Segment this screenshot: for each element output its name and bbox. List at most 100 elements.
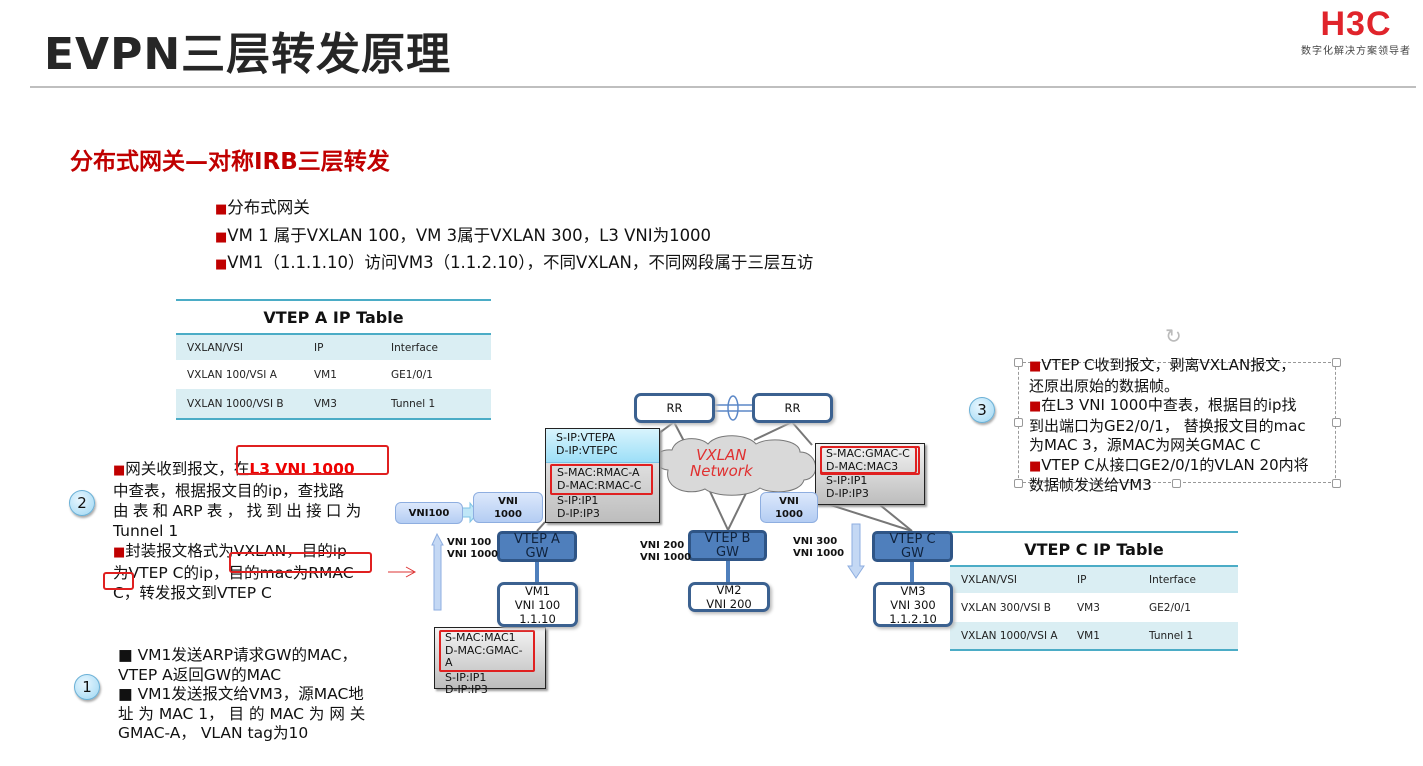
col-header: IP bbox=[1077, 574, 1087, 586]
step-3-text: ■VTEP C收到报文，剥离VXLAN报文， 还原出原始的数据帧。 ■在L3 V… bbox=[1029, 356, 1334, 496]
step-text: 网关收到报文，在 bbox=[125, 460, 250, 478]
node-label: VM1 bbox=[524, 583, 551, 598]
resize-handle[interactable] bbox=[1172, 479, 1181, 488]
vxlan-network-label: VXLAN Network bbox=[690, 447, 753, 479]
pkt-line: S-IP:IP1 bbox=[557, 494, 599, 507]
bullet-text: VM1（1.1.1.10）访问VM3（1.1.2.10），不同VXLAN，不同网… bbox=[227, 253, 814, 272]
pkt-line: D-MAC:MAC3 bbox=[826, 459, 899, 473]
cell: VM3 bbox=[314, 397, 337, 410]
step-text: 在L3 VNI 1000中查表，根据目的ip找 bbox=[1041, 396, 1297, 414]
table-row: VXLAN 300/VSI B VM3 GE2/0/1 bbox=[950, 593, 1238, 622]
resize-handle[interactable] bbox=[1332, 418, 1341, 427]
logo-tagline: 数字化解决方案领导者 bbox=[1301, 46, 1411, 57]
step-text: 还原出原始的数据帧。 bbox=[1029, 376, 1180, 395]
resize-handle[interactable] bbox=[1014, 358, 1023, 367]
resize-handle[interactable] bbox=[1172, 358, 1181, 367]
node-label: VTEP A bbox=[514, 531, 560, 547]
pkt-line: S-MAC:MAC1 bbox=[445, 631, 516, 644]
highlight-box bbox=[229, 552, 372, 573]
resize-handle[interactable] bbox=[1014, 418, 1023, 427]
node-label: RR bbox=[666, 401, 683, 415]
node-label: VM2 bbox=[716, 583, 742, 597]
rotate-handle-icon[interactable]: ↻ bbox=[1165, 324, 1182, 348]
pkt-line: D-IP:IP3 bbox=[445, 683, 488, 696]
vni-text: VNI 300 bbox=[793, 536, 838, 547]
pkt-line: S-IP:IP1 bbox=[826, 474, 868, 487]
step-text: VTEP A返回GW的MAC bbox=[118, 665, 282, 684]
step-text: VTEP C收到报文，剥离VXLAN报文， bbox=[1041, 356, 1296, 374]
step-text: 为MAC 3，源MAC为网关GMAC C bbox=[1029, 436, 1261, 454]
node-label: RR bbox=[784, 401, 801, 415]
pkt-line: S-IP:VTEPA bbox=[556, 431, 616, 444]
col-header: VXLAN/VSI bbox=[187, 341, 243, 354]
logo-mark: H3C bbox=[1320, 5, 1392, 43]
vni-text: VNI 1000 bbox=[447, 549, 499, 560]
resize-handle[interactable] bbox=[1014, 479, 1023, 488]
vni-text: VNI 200 bbox=[640, 540, 685, 551]
pkt-line: S-MAC:RMAC-A bbox=[557, 466, 640, 479]
resize-handle[interactable] bbox=[1332, 358, 1341, 367]
table-title: VTEP A IP Table bbox=[176, 299, 491, 333]
node-label: VNI 100 bbox=[514, 597, 561, 612]
step-2-badge: 2 bbox=[69, 490, 95, 516]
cell: VXLAN 300/VSI B bbox=[961, 601, 1051, 614]
badge-text: 1000 bbox=[775, 508, 803, 520]
cell: VXLAN 100/VSI A bbox=[187, 368, 277, 381]
table-title: VTEP C IP Table bbox=[950, 531, 1238, 565]
step-2-text: ■网关收到报文，在L3 VNI 1000 中查表，根据报文目的ip，查找路 由 … bbox=[113, 459, 383, 603]
col-header: Interface bbox=[1149, 574, 1197, 586]
bullet-text: VM 1 属于VXLAN 100，VM 3属于VXLAN 300，L3 VNI为… bbox=[227, 225, 712, 245]
cell: VXLAN 1000/VSI A bbox=[961, 629, 1058, 642]
vni100-badge: VNI100 bbox=[395, 502, 463, 524]
step-text: 到出端口为GE2/0/1， 替换报文目的mac bbox=[1029, 416, 1306, 435]
step-text: 中查表，根据报文目的ip，查找路 bbox=[113, 482, 345, 500]
vtep-a-ip-table: VTEP A IP Table VXLAN/VSI IP Interface VXL… bbox=[176, 299, 491, 420]
badge-text: VNI bbox=[779, 495, 799, 507]
cell: GE1/0/1 bbox=[391, 368, 433, 381]
badge-text: 1000 bbox=[494, 508, 522, 520]
step-1-badge: 1 bbox=[74, 674, 100, 700]
down-arrow-icon bbox=[847, 523, 865, 579]
badge-text: VNI100 bbox=[408, 507, 450, 519]
step-text: 数据帧发送给VM3 bbox=[1029, 476, 1152, 494]
highlight-box bbox=[236, 445, 389, 475]
col-header: IP bbox=[314, 341, 324, 354]
cell: GE2/0/1 bbox=[1149, 601, 1191, 614]
page-title: EVPN三层转发原理 bbox=[44, 29, 452, 80]
step-text: 由 表 和 ARP 表 ， 找 到 出 接 口 为 bbox=[113, 502, 361, 520]
step-text: 为VTEP C的ip，目的mac为RMAC bbox=[113, 564, 354, 582]
step-text: Tunnel 1 bbox=[113, 522, 179, 540]
step-text: ■ VM1发送ARP请求GW的MAC， bbox=[118, 646, 357, 664]
step-text: C，转发报文到VTEP C bbox=[113, 584, 272, 602]
cell: VM3 bbox=[1077, 601, 1100, 614]
step-text: 址 为 MAC 1， 目 的 MAC 为 网 关 bbox=[118, 704, 366, 723]
node-label: VM3 bbox=[900, 583, 926, 598]
node-label: VNI 200 bbox=[706, 597, 752, 611]
cloud-shape bbox=[655, 435, 816, 496]
resize-handle[interactable] bbox=[1332, 479, 1341, 488]
rr-node-1: RR bbox=[634, 393, 715, 423]
highlight-box bbox=[820, 446, 917, 474]
step-3-badge: 3 bbox=[969, 397, 995, 423]
col-header: Interface bbox=[391, 341, 439, 354]
node-label: VTEP C bbox=[889, 531, 936, 547]
bullet-text: 分布式网关 bbox=[227, 198, 310, 217]
step-text: GMAC-A， VLAN tag为10 bbox=[118, 724, 309, 742]
cell: Tunnel 1 bbox=[1149, 629, 1194, 642]
pkt-line: S-IP:IP1 bbox=[445, 670, 487, 684]
intro-bullets: ■分布式网关 ■VM 1 属于VXLAN 100，VM 3属于VXLAN 300… bbox=[215, 195, 813, 278]
node-label: GW bbox=[716, 544, 739, 560]
